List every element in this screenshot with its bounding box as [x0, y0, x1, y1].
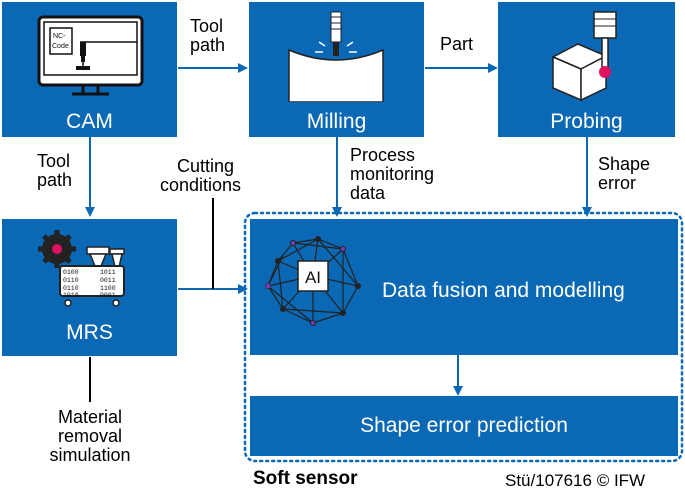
nc-code-text-2: Code [52, 43, 69, 50]
tool-path-top-line-2: path [190, 35, 226, 55]
tool-path-left-label: Tool path [37, 152, 72, 190]
binary-text-6: 0011 [100, 277, 116, 284]
milling-box: Milling [249, 2, 424, 137]
process-monitoring-label: Process monitoring data [350, 146, 434, 203]
soft-sensor-boundary [243, 211, 684, 463]
mrs-box: 0100 0110 0110 1010 1011 0011 1100 0001 … [2, 219, 177, 356]
mrs-caption-line-1: Material [57, 407, 123, 427]
probing-box: Probing [498, 2, 675, 137]
computer-monitor-icon: NC- Code [37, 15, 144, 96]
milling-tool-icon [288, 11, 384, 102]
mrs-caption-line-3: simulation [49, 445, 131, 465]
probing-label: Probing [550, 110, 623, 133]
binary-text-3: 0110 [63, 285, 79, 292]
fusion-box: AI Data fusion and modelling [250, 219, 678, 355]
shape-error-line-2: error [598, 173, 637, 193]
binary-text-8: 0001 [100, 292, 116, 299]
tool-path-left-line-2: path [37, 170, 73, 190]
tool-path-top-label: Tool path [190, 17, 225, 55]
cam-label: CAM [66, 110, 113, 133]
part-label: Part [440, 34, 474, 54]
binary-text-7: 1100 [100, 285, 116, 292]
neural-network-icon: AI [265, 236, 361, 326]
copyright-text: Stü/107616 © IFW [505, 471, 646, 490]
milling-label: Milling [306, 110, 367, 133]
cam-box: NC- Code CAM [2, 2, 177, 137]
prediction-box: Shape error prediction [250, 396, 678, 456]
binary-text-4: 1010 [63, 292, 79, 299]
mrs-caption: Material removal simulation [30, 408, 150, 465]
binary-text-1: 0100 [63, 269, 79, 276]
prediction-label: Shape error prediction [360, 414, 568, 437]
shape-error-label: Shape error [598, 155, 650, 193]
simulation-gears-icon: 0100 0110 0110 1010 1011 0011 1100 0001 [38, 230, 125, 307]
probe-cube-icon [551, 11, 617, 102]
cutting-line-2: conditions [160, 175, 242, 195]
shape-error-line-1: Shape [598, 154, 651, 174]
soft-sensor-label: Soft sensor [253, 468, 358, 489]
cutting-line-1: Cutting [177, 156, 235, 176]
binary-text-2: 0110 [63, 277, 79, 284]
process-line-3: data [350, 183, 386, 203]
mrs-label: MRS [66, 321, 113, 344]
fusion-label: Data fusion and modelling [382, 279, 625, 302]
process-line-2: monitoring [350, 164, 435, 184]
ai-text: AI [305, 268, 321, 287]
cutting-conditions-label: Cutting conditions [160, 157, 241, 195]
process-line-1: Process [350, 145, 416, 165]
binary-text-5: 1011 [100, 269, 116, 276]
nc-code-text-1: NC- [53, 33, 66, 40]
mrs-caption-line-2: removal [57, 426, 123, 446]
tool-path-top-line-1: Tool [190, 16, 224, 36]
tool-path-left-line-1: Tool [37, 151, 71, 171]
